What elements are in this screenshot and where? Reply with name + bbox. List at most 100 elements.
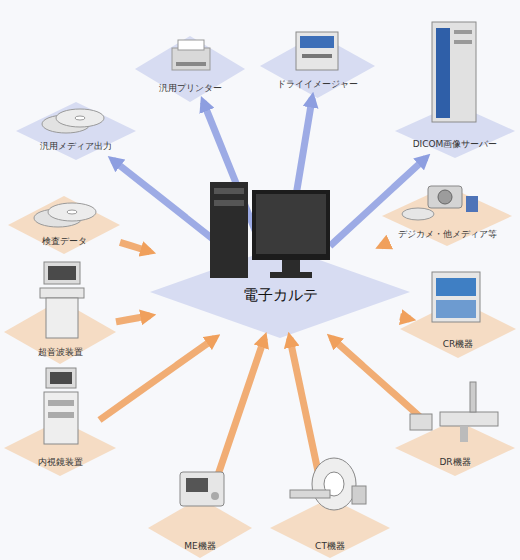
ultrasound-icon: [44, 262, 80, 284]
ct-icon: [290, 490, 330, 498]
diamond-platform: [400, 300, 516, 358]
imager-icon: [296, 32, 338, 70]
diamond-shape: [135, 36, 245, 102]
diamond-shape: [150, 246, 410, 338]
device-node: CT機器: [270, 498, 390, 558]
printer-icon: [178, 40, 204, 50]
endoscope-icon: [46, 368, 76, 388]
computer-icon: [270, 272, 312, 278]
me-icon: [186, 478, 208, 492]
disc-icon: [48, 203, 96, 221]
diamond-platform: [16, 102, 136, 160]
ct-icon: [352, 486, 366, 504]
device-label: 超音波装置: [4, 347, 116, 358]
computer-icon: [210, 182, 330, 278]
device-node: DR機器: [395, 420, 515, 476]
data-flow-arrow: [332, 338, 424, 420]
central-node: 電子カルテ: [150, 246, 410, 338]
dr-icon: [440, 412, 498, 426]
data-flow-arrow: [288, 98, 313, 246]
data-flow-arrow: [290, 338, 324, 498]
device-label: CR機器: [400, 339, 516, 350]
data-flow-arrow: [210, 338, 264, 498]
diamond-shape: [382, 186, 512, 246]
computer-icon: [214, 200, 244, 206]
data-flow-arrow: [113, 160, 222, 246]
data-flow-arrow: [116, 316, 150, 322]
endoscope-icon: [44, 368, 78, 444]
device-label: 検査データ: [8, 236, 120, 247]
dr-icon: [460, 426, 468, 442]
device-node: 超音波装置: [4, 300, 116, 364]
data-flow-arrow: [400, 317, 410, 319]
disc-icon: [56, 109, 104, 127]
camera-icon: [428, 186, 462, 208]
server-icon: [436, 28, 450, 118]
ct-icon: [324, 472, 344, 496]
device-label: ドライイメージャー: [260, 79, 375, 90]
diamond-shape: [400, 300, 516, 358]
server-icon: [454, 40, 472, 44]
imager-icon: [300, 36, 334, 48]
disc-icon: [42, 115, 90, 133]
data-flow-arrow: [99, 338, 215, 420]
server-icon: [454, 30, 472, 34]
cr-icon: [432, 272, 480, 322]
me-icon: [180, 472, 224, 506]
endoscope-icon: [48, 412, 74, 418]
ct-icon: [312, 458, 356, 510]
camera-icon: [402, 208, 434, 220]
camera-icon: [402, 186, 478, 220]
device-label: DICOM画像サーバー: [395, 139, 515, 150]
data-flow-arrow: [203, 102, 261, 246]
device-node: 汎用メディア出力: [16, 102, 136, 160]
me-icon: [180, 472, 224, 506]
ultrasound-icon: [40, 262, 84, 338]
dr-icon: [410, 414, 432, 430]
camera-icon: [466, 196, 478, 212]
device-label: ME機器: [148, 541, 252, 552]
device-label: 内視鏡装置: [4, 457, 116, 468]
ultrasound-icon: [40, 288, 84, 298]
data-flow-arrow: [378, 242, 386, 249]
computer-icon: [282, 260, 300, 274]
diamond-shape: [8, 196, 120, 254]
computer-icon: [210, 182, 248, 278]
diamond-shape: [395, 104, 515, 158]
printer-icon: [172, 48, 210, 70]
dr-icon: [470, 382, 476, 412]
computer-icon: [214, 188, 244, 194]
diamond-platform: [395, 420, 515, 476]
printer-icon: [172, 40, 210, 70]
computer-icon: [256, 194, 326, 254]
disc-icon: [42, 109, 104, 133]
endoscope-icon: [48, 400, 74, 406]
device-node: 内視鏡装置: [4, 420, 116, 476]
imager-icon: [302, 54, 332, 58]
me-icon: [211, 492, 219, 500]
diamond-shape: [4, 420, 116, 476]
cr-icon: [436, 300, 476, 318]
diamond-shape: [16, 102, 136, 160]
disc-icon: [34, 209, 82, 227]
endoscope-icon: [50, 372, 72, 384]
server-icon: [432, 22, 476, 122]
device-node: ドライイメージャー: [260, 34, 375, 98]
diamond-shape: [4, 300, 116, 364]
device-node: DICOM画像サーバー: [395, 104, 515, 158]
device-label: CT機器: [270, 541, 390, 552]
diamond-shape: [148, 498, 252, 558]
dr-icon: [410, 382, 498, 442]
diamond-shape: [395, 420, 515, 476]
system-label: 電子カルテ: [150, 286, 410, 304]
data-flow-arrow: [120, 242, 150, 251]
ultrasound-icon: [48, 266, 76, 280]
data-flow-arrow: [330, 158, 426, 246]
device-node: 汎用プリンター: [135, 36, 245, 102]
ct-icon: [290, 458, 366, 510]
server-icon: [432, 22, 476, 122]
diamond-shape: [270, 498, 390, 558]
